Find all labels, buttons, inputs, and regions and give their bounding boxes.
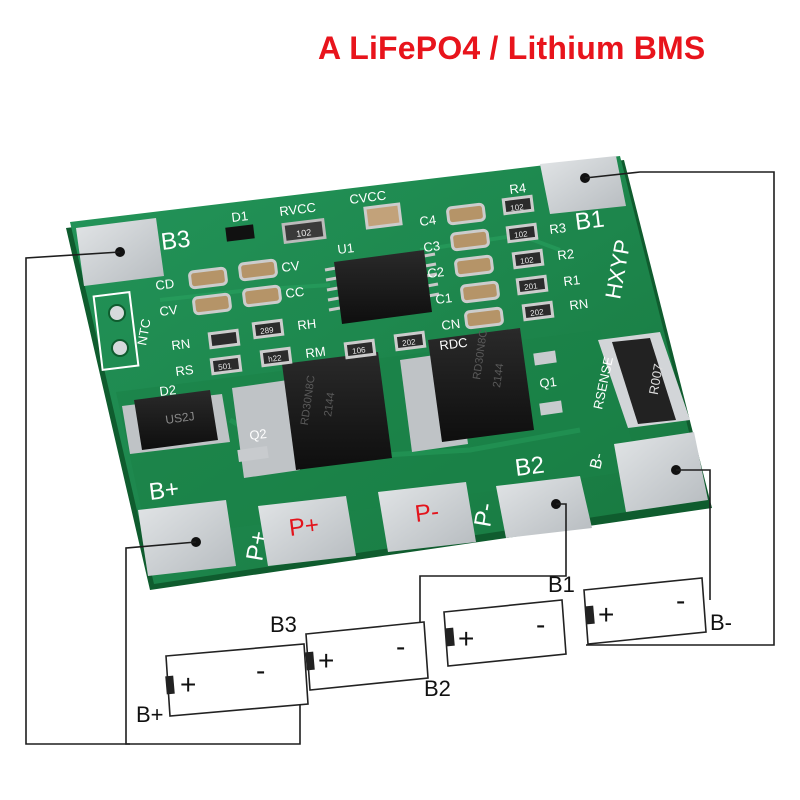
cell4-plus: + xyxy=(598,599,614,630)
pad-b-minus xyxy=(614,432,708,512)
d2-marking: US2J xyxy=(164,409,195,427)
silk-rvcc: RVCC xyxy=(279,200,317,219)
silk-cv-left: CV xyxy=(159,302,179,319)
ic-u1 xyxy=(324,250,440,324)
silk-r4: R4 xyxy=(509,180,527,197)
cell4-minus: - xyxy=(676,585,685,616)
red-pad-labels: P+ P- xyxy=(287,498,440,542)
diode-d2: US2J xyxy=(122,390,230,454)
wire-b-plus xyxy=(125,541,301,745)
cell1-minus: - xyxy=(256,655,265,686)
silk-b1: B1 xyxy=(573,206,605,236)
rs-value: 501 xyxy=(218,361,233,372)
page-title: A LiFePO4 / Lithium BMS xyxy=(318,30,706,66)
silk-d1: D1 xyxy=(231,208,249,225)
pad-p-minus xyxy=(378,482,476,552)
diagram-label-b-plus: B+ xyxy=(136,702,164,727)
wire-b2 xyxy=(419,503,567,640)
diagram-label-b2: B2 xyxy=(424,676,451,701)
cell3-minus: - xyxy=(536,609,545,640)
battery-cell-4 xyxy=(583,577,707,645)
silk-cc: CC xyxy=(285,284,305,301)
silkscreen-labels: B3 B1 B2 B+ B- P+ P- HXYP D1 RVCC CVCC U… xyxy=(134,180,635,563)
cell-polarity: + - + - + - + - xyxy=(180,585,685,700)
mosfet-q1: RD30N8C 2144 xyxy=(400,328,563,452)
wire-b3 xyxy=(25,251,130,745)
wire-b-minus xyxy=(676,469,711,600)
silk-b3: B3 xyxy=(159,226,191,256)
r4-value: 102 xyxy=(510,202,525,213)
silk-c3: C3 xyxy=(423,238,441,255)
rsense-resistor: R007 xyxy=(598,332,690,428)
ntc-holes xyxy=(92,290,140,372)
rh-value: 289 xyxy=(260,325,275,336)
silk-c4: C4 xyxy=(419,212,437,229)
cell1-plus: + xyxy=(180,669,196,700)
rsense-value: R007 xyxy=(646,363,666,396)
silk-rh: RH xyxy=(297,316,317,333)
silk-r1: R1 xyxy=(563,272,581,289)
rn-value: 202 xyxy=(530,307,545,318)
q1-marking-2: 2144 xyxy=(491,363,506,389)
r2-value: 102 xyxy=(520,255,535,266)
silk-rm: RM xyxy=(305,344,327,361)
silk-c1: C1 xyxy=(435,290,453,307)
battery-cells xyxy=(165,577,707,717)
diagram-label-b3: B3 xyxy=(270,612,297,637)
pad-label-p-minus: P- xyxy=(413,498,440,528)
silk-b-plus: B+ xyxy=(147,475,180,505)
silk-rn-right: RN xyxy=(569,296,589,313)
silk-p-minus: P- xyxy=(469,501,500,529)
silk-q1: Q1 xyxy=(539,374,558,391)
silk-r2: R2 xyxy=(557,246,575,263)
cell2-minus: - xyxy=(396,631,405,662)
wiring-diagram xyxy=(25,171,775,745)
diagram-label-b-minus: B- xyxy=(710,610,732,635)
silk-rdc: RDC xyxy=(439,335,469,353)
pad-b-plus xyxy=(138,500,236,576)
silk-u1: U1 xyxy=(337,240,355,257)
rm-value: 106 xyxy=(352,345,367,356)
diagram-label-b1: B1 xyxy=(548,572,575,597)
silk-ntc: NTC xyxy=(134,318,153,347)
battery-cell-2 xyxy=(305,621,429,691)
cell3-plus: + xyxy=(458,623,474,654)
silk-cn: CN xyxy=(441,316,461,333)
pad-b1 xyxy=(540,156,626,214)
rdc-value: 202 xyxy=(402,337,417,348)
pad-p-plus xyxy=(258,496,356,566)
r1-value: 201 xyxy=(524,281,539,292)
rs2-value: h22 xyxy=(268,353,283,364)
silk-cd: CD xyxy=(155,276,175,293)
silk-b2: B2 xyxy=(513,452,545,482)
q2-marking-2: 2144 xyxy=(322,392,337,418)
r3-value: 102 xyxy=(514,229,529,240)
silk-c2: C2 xyxy=(427,264,445,281)
silk-cv-mid: CV xyxy=(281,258,301,275)
battery-cell-1 xyxy=(165,643,309,717)
mosfet-q2: RD30N8C 2144 xyxy=(232,352,392,478)
silk-rs: RS xyxy=(175,362,195,379)
rvcc-value: 102 xyxy=(296,227,312,239)
battery-cell-3 xyxy=(443,599,567,667)
pad-label-p-plus: P+ xyxy=(287,511,320,541)
silk-p-plus: P+ xyxy=(241,529,273,563)
smd-components: 102 102 102 xyxy=(188,194,555,376)
silk-q2: Q2 xyxy=(249,426,268,443)
silk-rn-left: RN xyxy=(171,336,191,353)
silk-cvcc: CVCC xyxy=(349,188,387,207)
pad-b2 xyxy=(496,476,592,538)
silk-b-minus: B- xyxy=(587,451,607,471)
cell2-plus: + xyxy=(318,645,334,676)
silk-d2: D2 xyxy=(159,382,177,399)
silk-r3: R3 xyxy=(549,220,567,237)
wire-b1 xyxy=(584,171,775,646)
diagram-labels: B3 B1 B2 B- B+ xyxy=(136,572,732,727)
